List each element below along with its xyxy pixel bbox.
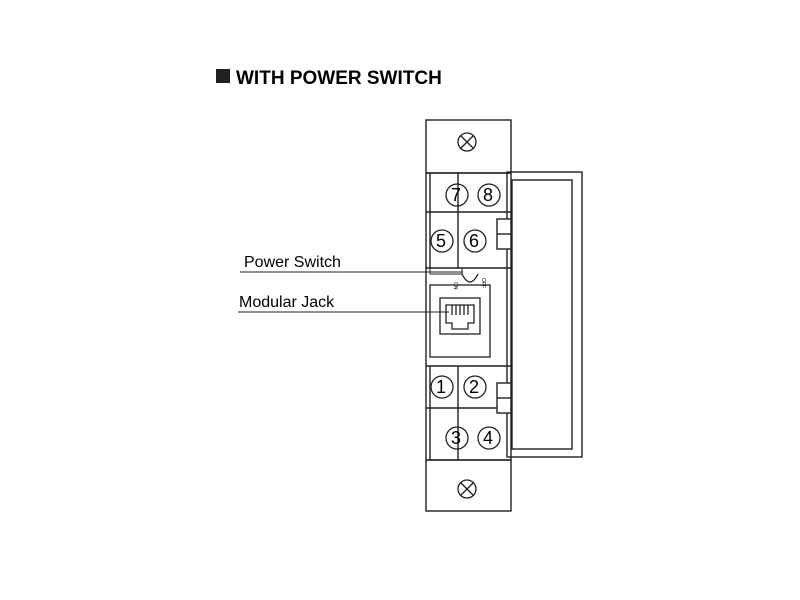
svg-text:4: 4	[483, 428, 493, 448]
modular-jack-label: Modular Jack	[239, 294, 335, 311]
terminal-6: 6	[463, 229, 487, 253]
device-body	[425, 119, 512, 512]
terminal-5: 5	[430, 229, 454, 253]
diagram-heading: WITH POWER SWITCH	[236, 68, 442, 89]
svg-text:2: 2	[469, 377, 479, 397]
screw-icon	[457, 132, 477, 152]
screw-icon	[457, 479, 477, 499]
svg-text:3: 3	[451, 428, 461, 448]
switch-off-label: OFF	[480, 278, 486, 288]
terminal-1: 1	[430, 375, 454, 399]
terminal-8: 8	[477, 183, 501, 207]
black-square-icon	[216, 69, 230, 83]
svg-text:1: 1	[436, 377, 446, 397]
svg-text:6: 6	[469, 231, 479, 251]
terminal-3: 3	[445, 426, 469, 450]
terminal-2: 2	[463, 375, 487, 399]
terminal-7: 7	[445, 183, 469, 207]
svg-text:7: 7	[451, 185, 461, 205]
switch-on-label: ON	[452, 282, 458, 290]
terminal-4: 4	[477, 426, 501, 450]
svg-text:8: 8	[483, 185, 493, 205]
modular-jack	[429, 284, 491, 358]
power-switch-label: Power Switch	[244, 254, 341, 271]
power-switch: ON OFF	[429, 267, 486, 290]
side-cover	[496, 171, 583, 458]
svg-text:5: 5	[436, 231, 446, 251]
